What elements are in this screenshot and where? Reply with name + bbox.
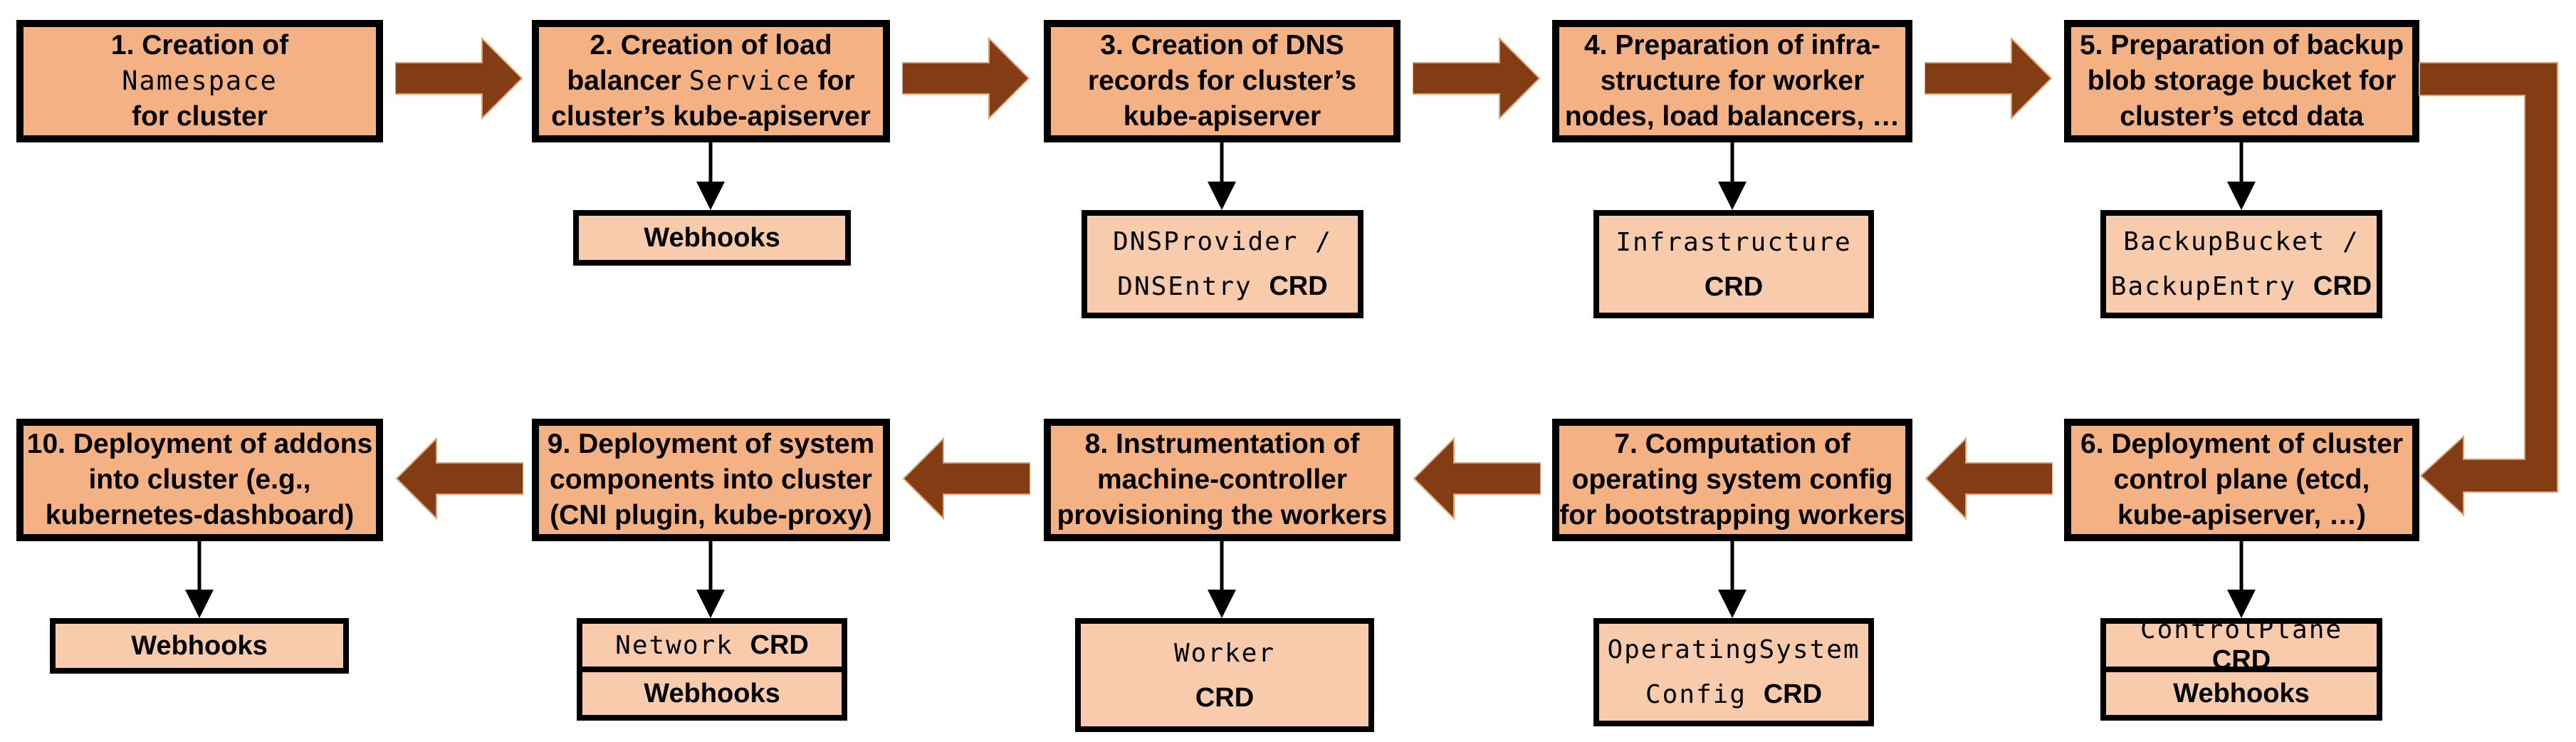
label-text: Webhooks xyxy=(644,223,780,253)
connector-arrow-step4-crd-icon xyxy=(1718,142,1747,210)
label-text: 10. Deployment of addons into cluster (e… xyxy=(26,429,373,531)
label-text: Network CRD xyxy=(615,629,809,660)
step-box-7: 7. Computation of operating system confi… xyxy=(1552,419,1912,541)
step-box-6: 6. Deployment of cluster control plane (… xyxy=(2064,419,2419,541)
step-box-9: 9. Deployment of system components into … xyxy=(532,419,890,541)
flow-arrow-step8-to-step9-icon xyxy=(902,437,1030,520)
worker-crd-box-step8: Worker CRD xyxy=(1075,618,1374,732)
label-text: 4. Preparation of infra- structure for w… xyxy=(1564,30,1900,132)
connector-arrow-step8-crd-icon xyxy=(1208,541,1236,618)
flow-arrow-step9-to-step10-icon xyxy=(395,437,523,520)
label-text: 2. Creation of load balancer Service for… xyxy=(551,30,871,132)
label-text: 3. Creation of DNS records for cluster’s… xyxy=(1087,30,1357,132)
flow-arrow-step5-to-step6-elbow-icon xyxy=(2419,62,2558,517)
flow-arrow-step2-to-step3-icon xyxy=(902,37,1030,120)
webhooks-box-step2: Webhooks xyxy=(573,210,851,266)
connector-arrow-step5-crd-icon xyxy=(2227,142,2256,210)
label-text: Infrastructure CRD xyxy=(1616,227,1852,302)
backup-crd-box-step5: BackupBucket / BackupEntry CRD xyxy=(2100,210,2382,318)
connector-arrow-step7-crd-icon xyxy=(1718,541,1747,618)
flow-arrow-step7-to-step8-icon xyxy=(1413,437,1541,520)
connector-arrow-step10-webhooks-icon xyxy=(185,541,214,618)
webhooks-box-step10: Webhooks xyxy=(50,618,349,674)
label-text: 8. Instrumentation of machine-controller… xyxy=(1057,429,1388,531)
step-box-5: 5. Preparation of backup blob storage bu… xyxy=(2064,20,2419,142)
flow-arrow-step6-to-step7-icon xyxy=(1925,437,2053,520)
label-text: OperatingSystem Config CRD xyxy=(1607,635,1860,709)
label-text: ControlPlane CRD xyxy=(2140,615,2343,675)
label-text: Webhooks xyxy=(2173,678,2310,709)
connector-arrow-step2-webhooks-icon xyxy=(696,142,725,210)
flow-arrow-step3-to-step4-icon xyxy=(1413,37,1541,120)
connector-arrow-step3-crd-icon xyxy=(1208,142,1236,210)
connector-arrow-step9-crd-icon xyxy=(696,541,725,618)
dns-crd-box-step3: DNSProvider / DNSEntry CRD xyxy=(1082,210,1363,318)
label-text: 5. Preparation of backup blob storage bu… xyxy=(2079,30,2404,132)
step-box-4: 4. Preparation of infra- structure for w… xyxy=(1552,20,1912,142)
connector-arrow-step6-crd-icon xyxy=(2227,541,2256,618)
step-box-1: 1. Creation of Namespace for cluster xyxy=(16,20,383,142)
label-text: 9. Deployment of system components into … xyxy=(547,429,875,531)
label-text: DNSProvider / DNSEntry CRD xyxy=(1113,227,1332,301)
webhooks-box-step6: Webhooks xyxy=(2100,667,2382,721)
label-text: 6. Deployment of cluster control plane (… xyxy=(2080,429,2403,531)
step-box-10: 10. Deployment of addons into cluster (e… xyxy=(16,419,383,541)
label-text: 7. Computation of operating system confi… xyxy=(1559,429,1905,531)
step-box-3: 3. Creation of DNS records for cluster’s… xyxy=(1044,20,1400,142)
label-text: BackupBucket / BackupEntry CRD xyxy=(2110,227,2372,301)
label-text: 1. Creation of Namespace for cluster xyxy=(110,30,289,132)
label-text: Worker CRD xyxy=(1173,638,1276,713)
step-box-2: 2. Creation of load balancer Service for… xyxy=(532,20,890,142)
flow-arrow-step4-to-step5-icon xyxy=(1925,37,2053,120)
step-box-8: 8. Instrumentation of machine-controller… xyxy=(1044,419,1400,541)
label-text: Webhooks xyxy=(131,631,268,661)
controlplane-crd-box-step6: ControlPlane CRD xyxy=(2100,615,2382,675)
flow-arrow-step1-to-step2-icon xyxy=(395,37,523,120)
infrastructure-crd-box-step4: Infrastructure CRD xyxy=(1593,210,1874,318)
label-text: Webhooks xyxy=(644,678,780,709)
webhooks-box-step9: Webhooks xyxy=(577,667,847,721)
operatingsystemconfig-crd-box-step7: OperatingSystem Config CRD xyxy=(1593,618,1874,726)
network-crd-box-step9: Network CRD xyxy=(577,618,847,672)
